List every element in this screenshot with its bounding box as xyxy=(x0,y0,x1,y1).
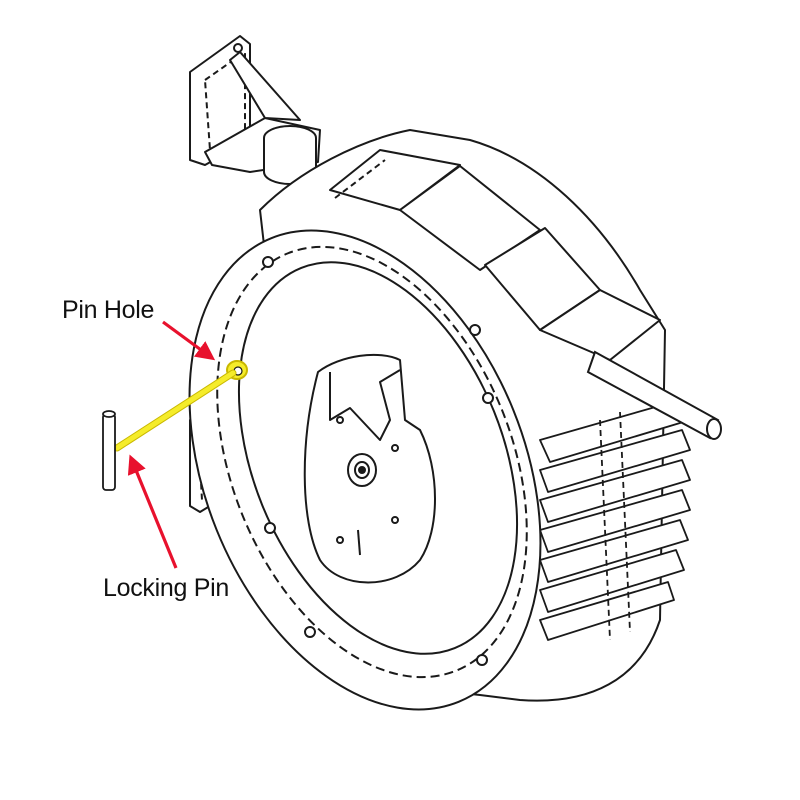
upper-mount-bracket xyxy=(189,35,321,185)
pin-hole-highlight xyxy=(226,360,248,380)
hose-guide-arm xyxy=(586,350,722,440)
center-hub xyxy=(303,353,436,584)
locking-pin-highlight xyxy=(113,369,237,452)
locking-pin-rod xyxy=(102,410,116,491)
pin-hole-arrow xyxy=(162,320,216,361)
locking-pin-arrow xyxy=(127,454,178,569)
locking-pin-label: Locking Pin xyxy=(103,574,229,602)
pin-hole-label: Pin Hole xyxy=(62,296,155,324)
side-fins xyxy=(539,399,691,641)
